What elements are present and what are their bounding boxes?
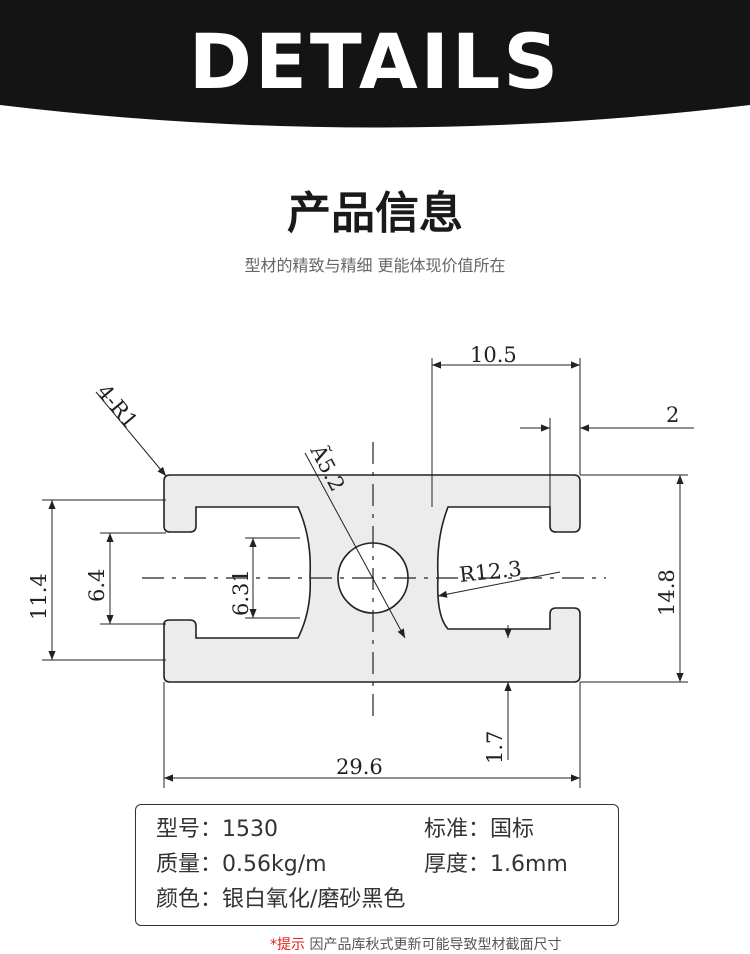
dim-slot-opening: 6.4: [85, 569, 109, 602]
spec-thickness: 厚度：1.6mm: [424, 852, 568, 877]
dim-inner-gap: 6.31: [229, 569, 253, 616]
dim-total-height: 14.8: [655, 569, 679, 616]
spec-standard: 标准：国标: [424, 817, 535, 842]
spec-box: 型号：1530 标准：国标 质量：0.56kg/m 厚度：1.6mm 颜色：银白…: [135, 804, 619, 926]
dim-total-width: 29.6: [336, 755, 383, 779]
dim-corner-radius: 4-R1: [92, 380, 142, 433]
details-banner: DETAILS: [0, 0, 750, 140]
footnote-text: 因产品库秋式更新可能导致型材截面尺寸: [309, 937, 562, 953]
spec-color: 颜色：银白氧化/磨砂黑色: [156, 887, 406, 912]
dim-left-height: 11.4: [27, 573, 51, 620]
footnote: *提示 因产品库秋式更新可能导致型材截面尺寸: [270, 934, 561, 954]
spec-model: 型号：1530: [156, 817, 278, 842]
spec-weight: 质量：0.56kg/m: [156, 852, 327, 877]
dim-top-slot-width: 10.5: [470, 343, 517, 367]
dim-arc-radius: R12.3: [458, 557, 523, 587]
dim-wall: 2: [666, 403, 679, 427]
profile-drawing: 10.5 2 4-R1 Ã5.2 11.4 6.4 6.31 R12.3 14.…: [27, 343, 694, 788]
banner-background: [0, 0, 750, 128]
footnote-prefix: *提示: [270, 937, 305, 953]
section-subtitle: 型材的精致与精细 更能体现价值所在: [244, 256, 506, 275]
banner-title: DETAILS: [188, 17, 562, 106]
section-title: 产品信息: [287, 188, 463, 239]
dim-bottom-wall: 1.7: [483, 731, 507, 764]
